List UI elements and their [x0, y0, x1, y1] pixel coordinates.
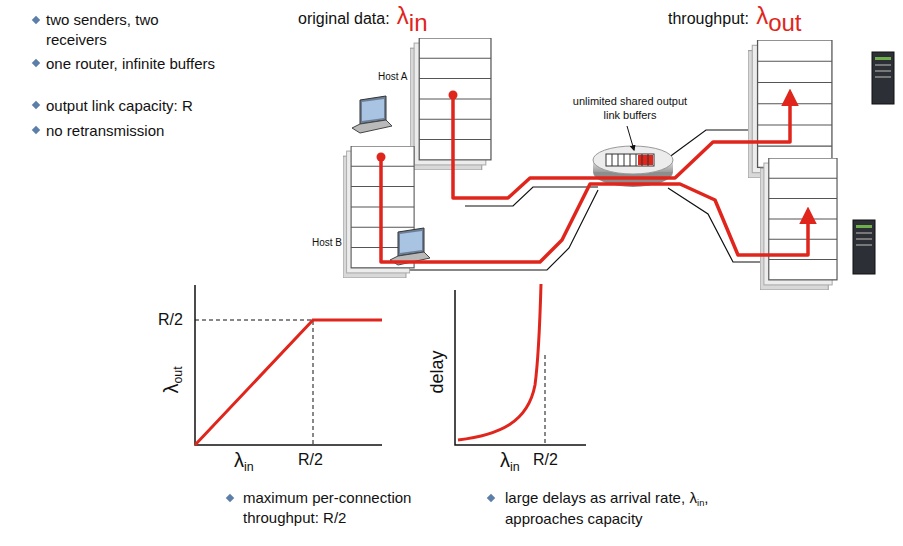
label-text: Host B: [312, 237, 342, 248]
leader-line: [627, 126, 634, 150]
label-text: output link capacity: R: [46, 97, 193, 114]
tick-label: R/2: [298, 450, 323, 471]
label-text: λ: [690, 489, 698, 506]
curve: [458, 284, 541, 440]
label-text: in: [697, 498, 704, 508]
tick-label: R/2: [533, 450, 558, 471]
laptop-icon: [390, 228, 430, 265]
label-text: λ: [500, 449, 510, 471]
host-label: Host A: [378, 70, 407, 83]
axis-label: delay: [426, 350, 449, 393]
bullet: [32, 59, 40, 67]
bullet-text: one router, infinite buffers: [46, 54, 216, 74]
curve: [195, 320, 382, 445]
bullet: [32, 126, 40, 134]
bullet: [32, 101, 40, 109]
label-text: maximum per-connection throughput: R/2: [243, 489, 411, 526]
label-text: original data:: [298, 10, 390, 27]
axis-label: λin: [500, 447, 520, 475]
bullet-text: output link capacity: R: [46, 96, 236, 116]
buffer-note: unlimited shared output link buffers: [570, 94, 690, 123]
label-text: out: [768, 9, 801, 36]
bullet-text: no retransmission: [46, 121, 236, 141]
flow-path: [381, 158, 808, 262]
server-icon: [853, 220, 875, 274]
router: [593, 146, 673, 187]
label-text: out: [171, 366, 185, 383]
bullet: [226, 494, 234, 502]
label-text: λ: [234, 449, 244, 471]
label-text: in: [409, 9, 428, 36]
input-rate-label: original data: λin: [298, 0, 428, 38]
label-text: large delays as arrival rate,: [505, 489, 685, 506]
label-text: in: [510, 460, 520, 474]
label-text: throughput:: [668, 10, 749, 27]
laptop-icon: [352, 96, 392, 133]
axis-label: λout: [158, 366, 186, 393]
receiver-buffers: [760, 158, 837, 290]
bullet-text: large delays as arrival rate,λin, approa…: [505, 488, 715, 528]
label-text: one router, infinite buffers: [46, 55, 215, 72]
bullet-text: two senders, two receivers: [46, 10, 211, 49]
output-rate-label: throughput: λout: [668, 0, 802, 38]
throughput-graph: [195, 285, 382, 445]
label-text: R/2: [533, 451, 558, 468]
data-paths: [381, 92, 808, 262]
label-text: Host A: [378, 71, 407, 82]
router-buffer: [606, 154, 654, 166]
label-text: unlimited shared output link buffers: [573, 95, 687, 121]
axes: [195, 285, 382, 445]
source-dot: [449, 91, 458, 100]
bullet: [32, 16, 40, 24]
label-text: R/2: [298, 451, 323, 468]
bullet: [487, 494, 495, 502]
bullet-markers: [32, 16, 495, 502]
flow-path: [453, 92, 790, 198]
label-text: λ: [160, 384, 182, 394]
host-a-buffers: [410, 38, 491, 170]
label-text: in: [244, 460, 254, 474]
axes: [455, 290, 586, 445]
source-dot: [377, 153, 386, 162]
tick-label: R/2: [158, 310, 183, 331]
label-text: R/2: [158, 311, 183, 328]
axis-label: λin: [234, 447, 254, 475]
delay-graph: [455, 284, 586, 445]
label-text: delay: [427, 350, 447, 393]
label-text: no retransmission: [46, 122, 164, 139]
guide-line: [545, 355, 546, 445]
bullet-text: maximum per-connection throughput: R/2: [243, 488, 418, 527]
label-text: λ: [756, 2, 768, 29]
label-text: λ: [397, 2, 409, 29]
host-label: Host B: [312, 236, 342, 249]
server-icon: [872, 52, 894, 104]
label-text: two senders, two receivers: [46, 11, 159, 48]
